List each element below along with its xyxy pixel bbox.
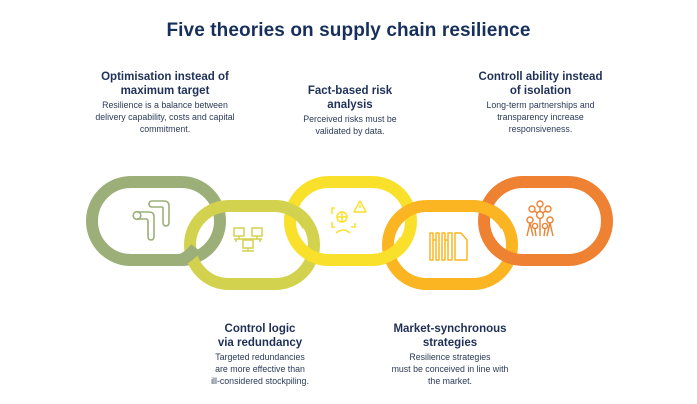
trending-arrows-icon (132, 200, 170, 241)
theory-1-heading: Optimisation instead of maximum target (65, 70, 265, 98)
theory-3: Fact-based risk analysis Perceived risks… (275, 84, 425, 137)
chain-link-3 (284, 176, 417, 266)
page-title: Five theories on supply chain resilience (166, 20, 531, 41)
chain-link-1 (86, 176, 226, 266)
theory-1-heading-line1: Optimisation instead of (101, 71, 229, 83)
theory-4-desc-line3: the market. (427, 376, 472, 386)
chain-link-5 (478, 176, 613, 266)
theory-4-heading: Market-synchronous strategies (365, 322, 535, 350)
theory-1-desc-line3: commitment. (139, 124, 191, 134)
theory-5-heading-line2: of isolation (509, 85, 572, 97)
theory-2-heading-line1: Control logic (224, 323, 296, 335)
theory-1-desc-line1: Resilience is a balance between (102, 100, 228, 110)
theory-2-desc-line1: Targeted redundancies (215, 352, 305, 362)
theory-3-desc-line1: Perceived risks must be (303, 114, 397, 124)
theory-5: Controll ability instead of isolation Lo… (443, 70, 638, 135)
theory-4: Market-synchronous strategies Resilience… (365, 322, 535, 387)
theory-5-description: Long-term partnerships and transparency … (443, 99, 638, 135)
theory-1: Optimisation instead of maximum target R… (65, 70, 265, 135)
risk-analysis-icon (331, 200, 367, 234)
theory-3-heading-line2: analysis (327, 99, 373, 111)
theory-5-desc-line2: transparency increase (497, 112, 584, 122)
theory-2-desc-line2: are more effective than (215, 364, 305, 374)
theory-4-heading-line2: strategies (422, 337, 478, 349)
chain-link-2 (184, 200, 320, 290)
theory-2: Control logic via redundancy Targeted re… (175, 322, 345, 387)
chain-link-4 (382, 200, 518, 290)
chain-link-4-overlap (472, 200, 512, 230)
theory-5-desc-line3: responsiveness. (508, 124, 573, 134)
theory-3-heading-line1: Fact-based risk (307, 85, 393, 97)
theory-3-heading: Fact-based risk analysis (275, 84, 425, 112)
theory-4-desc-line2: must be conceived in line with (391, 364, 509, 374)
theory-5-heading: Controll ability instead of isolation (443, 70, 638, 98)
theory-3-desc-line2: validated by data. (315, 126, 385, 136)
theory-4-description: Resilience strategies must be conceived … (365, 351, 535, 387)
chain-link-2-overlap (274, 200, 314, 230)
theory-5-heading-line1: Controll ability instead (478, 71, 603, 83)
network-computers-icon (233, 227, 263, 252)
chain-link-1-overlap (178, 244, 201, 266)
theory-5-desc-line1: Long-term partnerships and (486, 100, 595, 110)
theory-2-description: Targeted redundancies are more effective… (175, 351, 345, 387)
theory-2-heading-line2: via redundancy (217, 337, 303, 349)
theory-3-description: Perceived risks must be validated by dat… (275, 113, 425, 137)
theory-4-heading-line1: Market-synchronous (393, 323, 507, 335)
partnership-network-icon (526, 200, 554, 237)
theory-1-desc-line2: delivery capability, costs and capital (95, 112, 235, 122)
theory-1-heading-line2: maximum target (120, 85, 210, 97)
chain-link-3-overlap (371, 236, 411, 266)
theory-4-desc-line1: Resilience strategies (409, 352, 491, 362)
theory-1-description: Resilience is a balance between delivery… (65, 99, 265, 135)
theory-2-heading: Control logic via redundancy (175, 322, 345, 350)
market-bars-icon (429, 232, 468, 261)
theory-2-desc-line3: ill-considered stockpiling. (211, 376, 309, 386)
